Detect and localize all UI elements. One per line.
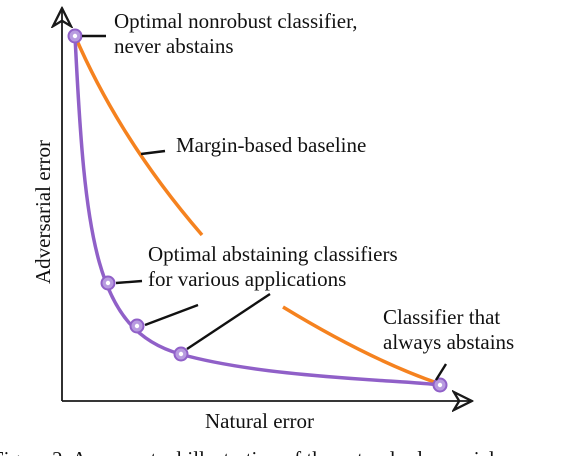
point-abstain-3: [173, 346, 189, 362]
y-axis-label: Adversarial error: [31, 140, 55, 284]
label-always-line2: always abstains: [383, 330, 514, 354]
leader-abstain-2: [144, 303, 199, 327]
point-abstain-1: [100, 275, 116, 291]
point-nonrobust: [67, 28, 83, 44]
optimal-curve: [73, 35, 441, 387]
label-abstaining-line2: for various applications: [148, 267, 346, 291]
point-abstain-2: [129, 318, 145, 334]
label-margin-baseline: Margin-based baseline: [176, 133, 366, 157]
x-axis-label: Natural error: [205, 409, 314, 433]
leader-abstain-3: [186, 292, 271, 351]
leader-always-abstain: [434, 363, 448, 381]
label-nonrobust-line1: Optimal nonrobust classifier,: [114, 9, 358, 33]
leader-baseline: [140, 149, 166, 156]
baseline-curve-lower: [282, 305, 441, 386]
label-always-line1: Classifier that: [383, 305, 500, 329]
baseline-curve-upper: [73, 35, 204, 237]
point-always-abstain: [432, 377, 448, 393]
label-nonrobust-line2: never abstains: [114, 34, 234, 58]
figure-caption: Figure 2. A conceptual illustration of t…: [0, 447, 509, 456]
label-abstaining-line1: Optimal abstaining classifiers: [148, 242, 398, 266]
leader-abstain-1: [115, 279, 143, 285]
